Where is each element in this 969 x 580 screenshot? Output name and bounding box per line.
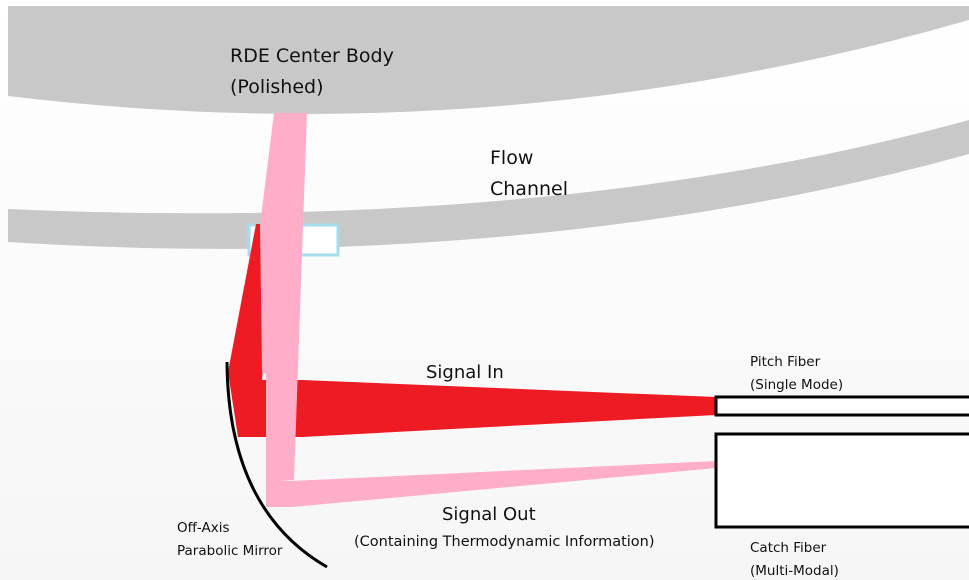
signal-out-beam-vertical: [260, 113, 307, 482]
pitch-fiber-label-line2: (Single Mode): [750, 377, 843, 393]
signal-out-beam-horizontal: [266, 461, 716, 507]
flow-channel-label-line1: Flow: [490, 147, 533, 169]
mirror-label-line2: Parabolic Mirror: [177, 543, 283, 559]
mirror-label-line1: Off-Axis: [177, 520, 230, 536]
rde-center-body: [8, 6, 969, 114]
center-body-label-line1: RDE Center Body: [230, 45, 394, 67]
flow-channel-wall: [8, 120, 969, 249]
signal-out-label: Signal Out: [442, 504, 536, 525]
off-axis-parabolic-mirror: [225, 361, 328, 569]
signal-in-label: Signal In: [426, 362, 504, 383]
center-body-label-line2: (Polished): [230, 76, 323, 98]
flow-channel-label-line2: Channel: [490, 178, 568, 200]
pitch-fiber-label-line1: Pitch Fiber: [750, 354, 821, 370]
catch-fiber-label-line2: (Multi-Modal): [750, 563, 839, 579]
signal-out-note: (Containing Thermodynamic Information): [354, 534, 655, 550]
signal-in-beam-horizontal: [238, 380, 716, 437]
catch-fiber-label-line1: Catch Fiber: [750, 540, 827, 556]
catch-fiber: [714, 432, 969, 529]
pitch-fiber: [714, 395, 969, 417]
